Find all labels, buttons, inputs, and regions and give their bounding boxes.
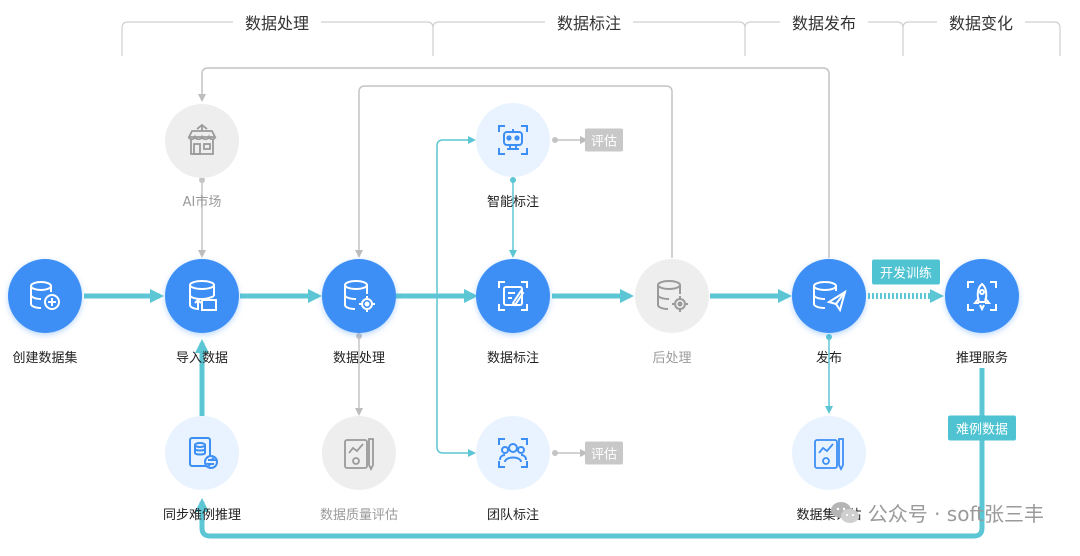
report-chart-icon bbox=[814, 438, 844, 472]
publish-node[interactable] bbox=[792, 259, 866, 333]
process-data-label: 数据处理 bbox=[332, 351, 386, 366]
import-data-node[interactable] bbox=[165, 259, 239, 333]
rocket-icon bbox=[967, 281, 997, 312]
inference-service-label: 推理服务 bbox=[955, 351, 1009, 366]
dataset-eval-node[interactable] bbox=[792, 416, 866, 490]
annotation-branches bbox=[436, 136, 833, 457]
robot-icon bbox=[498, 125, 528, 155]
phase-data-processing: 数据处理 bbox=[232, 10, 322, 34]
smart-annotation-eval-tag: 评估 bbox=[584, 128, 624, 152]
import-data-label: 导入数据 bbox=[175, 351, 229, 366]
data-quality-node[interactable] bbox=[322, 416, 396, 490]
develop-training-tag: 开发训练 bbox=[871, 259, 941, 285]
post-process-node[interactable] bbox=[635, 259, 709, 333]
publish-label: 发布 bbox=[815, 351, 843, 366]
team-icon bbox=[498, 438, 528, 468]
inference-service-node[interactable] bbox=[945, 259, 1019, 333]
process-data-node[interactable] bbox=[322, 259, 396, 333]
smart-annotation-label: 智能标注 bbox=[486, 195, 540, 210]
database-sync-icon bbox=[189, 437, 218, 469]
smart-annotation-node[interactable] bbox=[476, 103, 550, 177]
post-process-label: 后处理 bbox=[652, 351, 692, 366]
feedback-loops bbox=[198, 67, 830, 457]
database-add-icon bbox=[30, 281, 60, 310]
create-dataset-node[interactable] bbox=[8, 259, 82, 333]
sync-hard-example-label: 同步难例推理 bbox=[162, 508, 242, 523]
report-chart-icon bbox=[344, 438, 374, 472]
watermark: 公众号 · soft张三丰 bbox=[830, 498, 1044, 527]
team-annotation-label: 团队标注 bbox=[486, 508, 540, 523]
hard-example-data-tag: 难例数据 bbox=[947, 415, 1017, 441]
annotate-data-node[interactable] bbox=[476, 259, 550, 333]
phase-data-annotation: 数据标注 bbox=[544, 10, 634, 34]
annotate-edit-icon bbox=[498, 281, 528, 311]
database-import-icon bbox=[189, 280, 217, 311]
team-annotation-node[interactable] bbox=[476, 416, 550, 490]
database-gear-icon bbox=[344, 280, 375, 312]
store-icon bbox=[187, 123, 217, 155]
annotate-data-label: 数据标注 bbox=[486, 351, 540, 366]
ai-market-node[interactable] bbox=[165, 104, 239, 178]
ai-market-label: AI市场 bbox=[182, 195, 222, 210]
main-flow bbox=[84, 289, 985, 539]
sync-hard-example-node[interactable] bbox=[165, 416, 239, 490]
watermark-text: 公众号 · soft张三丰 bbox=[867, 502, 1044, 526]
wechat-icon bbox=[830, 501, 859, 523]
database-gear-icon bbox=[657, 280, 688, 312]
team-annotation-eval-tag: 评估 bbox=[584, 441, 624, 465]
database-send-icon bbox=[813, 281, 847, 313]
data-quality-label: 数据质量评估 bbox=[319, 508, 399, 523]
phase-data-change: 数据变化 bbox=[936, 10, 1026, 34]
create-dataset-label: 创建数据集 bbox=[12, 351, 78, 366]
phase-data-publish: 数据发布 bbox=[779, 10, 869, 34]
